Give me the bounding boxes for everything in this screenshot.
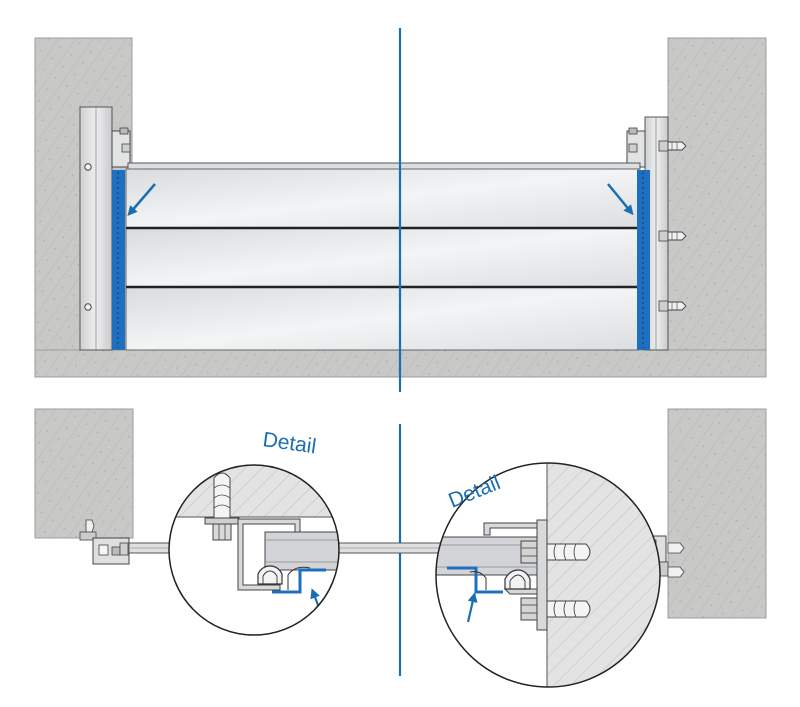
detail-label-left: Detail — [261, 428, 317, 458]
panel-middle — [125, 227, 639, 288]
top-cover-plate — [127, 162, 641, 170]
detail-circle-left: Detail — [168, 428, 340, 636]
right-wall-anchors — [658, 140, 687, 312]
left-side-seal — [112, 170, 125, 350]
panel-top — [125, 168, 639, 229]
left-post-screw-top — [84, 163, 92, 171]
panel-bottom — [125, 286, 639, 351]
stop-log-panels — [125, 168, 639, 351]
elevation-view — [34, 37, 767, 378]
right-side-seal — [637, 170, 650, 350]
arrow-left-seal — [127, 183, 156, 217]
plan-view: Detail — [34, 408, 767, 688]
plan-left-bracket — [79, 519, 130, 565]
plan-right-wall — [667, 408, 767, 619]
detail-circle-right: Detail — [435, 462, 661, 688]
right-wall — [667, 37, 767, 351]
plan-left-wall — [34, 408, 134, 539]
arrow-right-seal — [607, 183, 634, 216]
left-post-screw-bottom — [84, 303, 92, 311]
